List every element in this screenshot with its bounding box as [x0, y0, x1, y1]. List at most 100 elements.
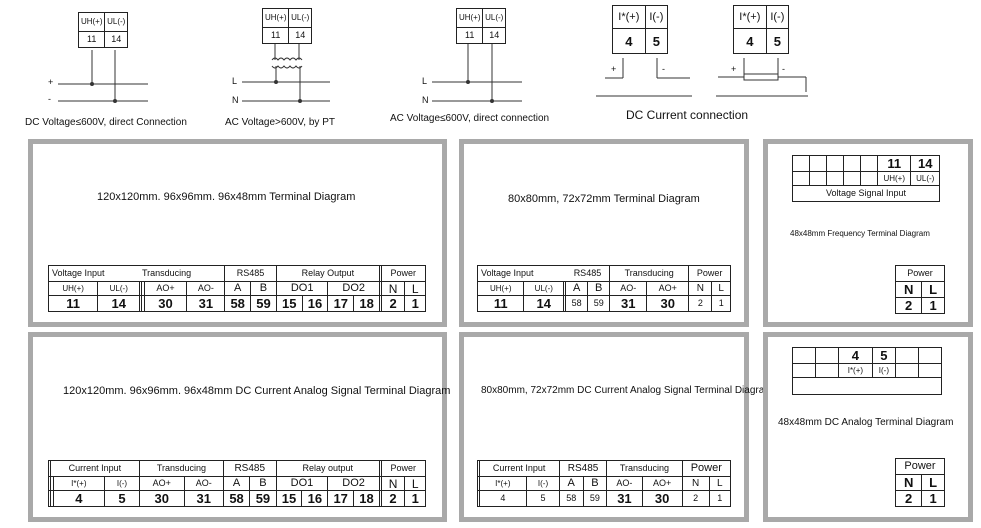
ac-direct-n-label: N [422, 95, 429, 105]
terminal-number: 31 [606, 490, 643, 507]
terminal-number: 14 [523, 295, 565, 312]
terminal-number: 58 [558, 490, 584, 507]
sub-label: N [894, 474, 923, 491]
term-label: UH(+) [455, 8, 484, 28]
term-num: 14 [288, 27, 312, 44]
dc-cur-b-pos-label: + [731, 64, 737, 74]
terminal-number: 58 [222, 490, 251, 507]
dc-cur-a-pos-label: + [611, 64, 617, 74]
group-relay-output: Relay Output [275, 265, 380, 282]
sub-label: UH(+) [476, 281, 525, 296]
sub-label: AO- [609, 281, 648, 296]
terminal-table: Current Input RS485 Transducing Power I*… [477, 460, 732, 507]
group-transducing: Transducing [141, 265, 226, 282]
group-voltage-input: Voltage Input [476, 265, 566, 282]
ac-direct-l-label: L [422, 76, 428, 86]
group-voltage-input: Voltage Input [47, 265, 142, 282]
panel-48-frequency: 11 14 UH(+) UL(-) Voltage Signal Input 4… [763, 139, 973, 327]
terminal-number: 5 [526, 490, 560, 507]
caption-dc-voltage: DC Voltage≤600V, direct Connection [25, 117, 187, 128]
terminal-number: 31 [609, 295, 648, 312]
panel-120-terminal: 120x120mm. 96x96mm. 96x48mm Terminal Dia… [28, 139, 447, 327]
sub-label: AO+ [143, 281, 188, 296]
sub-label: N [380, 281, 406, 296]
sub-label: L [711, 281, 731, 296]
terminal-number: 1 [921, 297, 945, 314]
terminal-number: 17 [327, 295, 355, 312]
group-transducing: Transducing [606, 460, 683, 477]
group-rs485: RS485 [222, 460, 277, 477]
terminal-number: 1 [921, 490, 945, 507]
term-num: 5 [644, 28, 669, 54]
sub-label: N [681, 476, 710, 491]
terminal-number: 11 [476, 295, 525, 312]
terminal-number: 59 [250, 295, 277, 312]
term-label: UH(+) [77, 12, 106, 32]
dc-cur-b-neg-label: - [782, 64, 785, 74]
sub-label: L [921, 474, 945, 491]
group-rs485: RS485 [558, 460, 608, 477]
sub-label: UL(-) [523, 281, 565, 296]
term-label: UH(+) [261, 8, 290, 28]
terminal-number: 16 [301, 490, 329, 507]
panel-title: 120x120mm. 96x96mm. 96x48mm Terminal Dia… [97, 191, 356, 203]
sub-label: I(-) [526, 476, 560, 491]
terminal-number: 17 [327, 490, 355, 507]
terminal-number: 15 [275, 295, 303, 312]
group-rs485: RS485 [565, 265, 611, 282]
sub-label: DO2 [327, 281, 380, 296]
signal-table: 4 5 I*(+) I(-) [792, 347, 942, 395]
sub-label: B [249, 476, 277, 491]
terminal-number: 59 [587, 295, 611, 312]
term-num: 14 [482, 27, 506, 44]
term-num: 4 [733, 28, 767, 54]
term-num: 11 [261, 27, 290, 44]
terminal-number: 59 [249, 490, 277, 507]
terminal-number: 1 [708, 490, 732, 507]
terminal-number: 18 [353, 295, 380, 312]
terminal-number: 58 [224, 295, 252, 312]
panel-48-dc-analog: 4 5 I*(+) I(-) 48x48mm DC Analog Termina… [763, 332, 973, 522]
panel-title: 48x48mm Frequency Terminal Diagram [790, 229, 930, 238]
term-label: UL(-) [482, 8, 506, 28]
terminal-number: 30 [641, 490, 683, 507]
terminal-number: 14 [910, 155, 940, 172]
terminal-number: 30 [646, 295, 690, 312]
dc-pos-label: + [48, 77, 54, 87]
terminal-number: 2 [894, 297, 923, 314]
terminal-number: 5 [103, 490, 141, 507]
sub-label: AO+ [646, 281, 690, 296]
sub-label: AO- [606, 476, 643, 491]
group-transducing: Transducing [139, 460, 224, 477]
term-label: I*(+) [733, 5, 767, 29]
terminal-number: 59 [582, 490, 608, 507]
group-rs485: RS485 [224, 265, 277, 282]
terminal-number: 11 [876, 155, 912, 172]
terminal-number: 30 [139, 490, 185, 507]
caption-ac-direct: AC Voltage≤600V, direct connection [390, 113, 550, 124]
terminal-number: 31 [186, 295, 226, 312]
panel-80-dc-current: 80x80mm, 72x72mm DC Current Analog Signa… [459, 332, 773, 522]
panel-title: 80x80mm, 72x72mm DC Current Analog Signa… [481, 385, 773, 396]
wiring-diagrams [58, 44, 808, 103]
sub-label: N [688, 281, 713, 296]
terminal-number: 2 [380, 295, 406, 312]
terminal-number: 4 [478, 490, 528, 507]
sub-label: I*(+) [52, 476, 105, 491]
sub-label: B [587, 281, 611, 296]
sub-label: A [558, 476, 584, 491]
group-power: Power [380, 265, 427, 282]
term-num: 11 [77, 31, 106, 48]
pt-primary-coil [271, 65, 303, 69]
sub-label: L [404, 281, 426, 296]
terminal-number: 15 [275, 490, 303, 507]
sub-label: N [380, 476, 406, 491]
term-label: I*(+) [612, 5, 646, 29]
terminal-number: 14 [97, 295, 141, 312]
term-label: UL(-) [104, 12, 128, 32]
sub-label: I*(+) [838, 363, 873, 378]
group-transducing: Transducing [609, 265, 690, 282]
